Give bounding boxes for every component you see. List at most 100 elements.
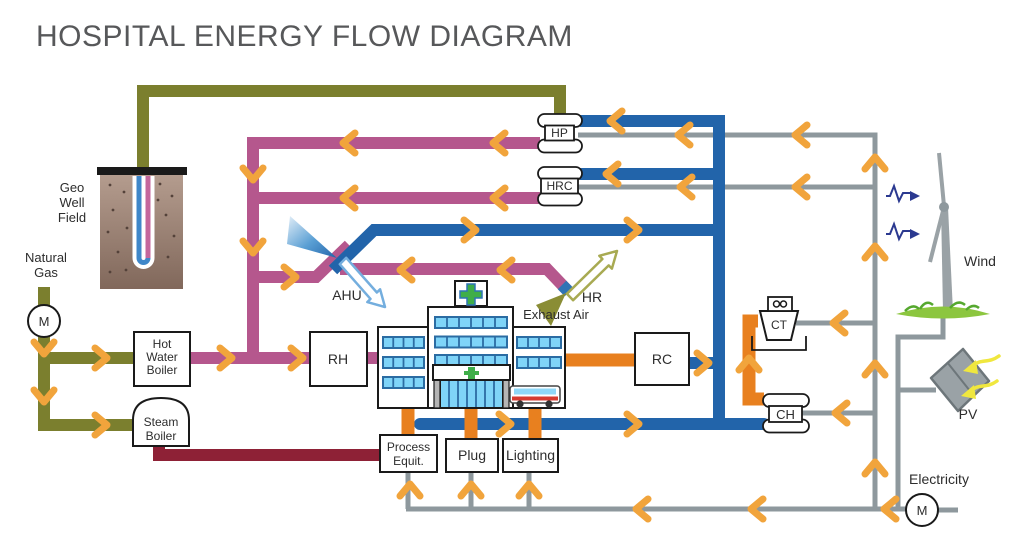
flow-chevron [287,344,307,372]
medical-cross-icon [459,283,483,306]
geo-label-1: Geo [60,180,85,195]
flow-chevron [496,256,516,284]
flow-chevron [693,349,713,377]
hwb-label-1: Hot [153,337,172,351]
flow-chevron [791,121,811,149]
flow-chevron [489,129,509,157]
flow-chevron [460,216,480,244]
flow-chevron [861,242,889,262]
flow-chevron [674,121,694,149]
gas-meter [27,304,61,338]
geo-well-field [97,167,187,289]
flow-chevron [632,495,652,523]
exhaust-air-arrow [565,249,619,302]
steam-pipe [153,440,379,461]
well-cap [97,167,187,175]
wind-turbine [896,152,990,319]
rh-label: RH [328,351,348,367]
pv-panel [929,347,1001,413]
heat-recovery-chiller-unit: HRC [537,166,583,207]
building-windows [382,316,562,389]
ambulance [509,385,561,408]
plug-box [445,438,499,473]
flow-chevron [239,164,267,184]
flow-chevron [280,263,300,291]
bolt-arrow-icon [910,229,920,239]
process-label-2: Equit. [393,454,424,468]
process-label-1: Process [387,440,430,454]
pv-label: PV [959,406,978,422]
flow-chevron [489,184,509,212]
chiller-unit: CH [762,393,810,434]
heat-recovery-exhaust: HR Exhaust Air [523,249,619,326]
flow-chevron [339,184,359,212]
page-title: HOSPITAL ENERGY FLOW DIAGRAM [36,20,573,53]
sb-label-2: Boiler [146,429,177,443]
flow-chevron [91,411,111,439]
recovery-chiller-box [634,332,690,386]
flow-chevron [239,237,267,257]
natural-gas-label-1: Natural [25,250,67,265]
cooling-tower-unit: CT [751,296,807,351]
flow-chevron [861,458,889,478]
flow-chevron [861,359,889,379]
flow-chevron [831,399,851,427]
flow-chevron [515,480,543,500]
exhaust-air-label: Exhaust Air [523,307,589,322]
grass-blades [904,301,980,312]
ct-label: CT [771,318,788,332]
gas-meter-label: M [39,314,50,329]
sb-label-1: Steam [144,415,179,429]
hospital-building [377,280,566,409]
entrance-mullions [448,381,495,407]
geo-label-2: Well [59,195,84,210]
plug-label: Plug [458,447,486,463]
bolt-arrow-icon [910,191,920,201]
geo-label-3: Field [58,210,86,225]
flow-chevron [735,354,763,374]
soil-specks [106,182,176,274]
hwb-label-3: Boiler [147,363,178,377]
flow-chevron [91,344,111,372]
flow-chevron [457,480,485,500]
supply-air-arrow [338,256,387,309]
canopy-cross-icon [464,367,479,379]
reheat-box [309,331,368,387]
process-equipment-box [379,434,438,473]
geo-loop-pipe [137,85,566,172]
heat-pump-unit: HP [537,113,583,154]
hp-label: HP [551,126,568,140]
flow-chevron [861,153,889,173]
natural-gas-label-2: Gas [34,265,58,280]
hr-label: HR [582,289,602,305]
hwb-label-2: Water [146,350,178,364]
lighting-label: Lighting [506,447,555,463]
flow-chevron [30,338,58,358]
ahu-label: AHU [332,287,362,303]
hr-coil-tip [557,280,574,297]
fan-icon [772,300,788,308]
flow-chevron [396,256,416,284]
wind-label: Wind [964,253,996,269]
electric-meter-label: M [917,503,928,518]
entrance-pillar-right [502,379,510,409]
flow-chevron [606,107,626,135]
outside-air-cone [287,216,337,258]
flow-chevron [495,410,515,438]
flow-direction-arrows [30,107,900,523]
flow-chevron [216,344,236,372]
ct-basin [751,336,807,351]
sunlight-icon [961,354,1001,399]
electric-meter [905,493,939,527]
flow-chevron [676,173,696,201]
lighting-box [502,438,559,473]
flow-chevron [396,480,424,500]
flow-chevron [829,309,849,337]
flow-chevron [791,173,811,201]
flow-chevron [30,386,58,406]
flow-chevron [623,410,643,438]
turbine-hub [939,202,949,212]
flow-chevron [602,160,622,188]
well-pipe-down [136,176,151,265]
